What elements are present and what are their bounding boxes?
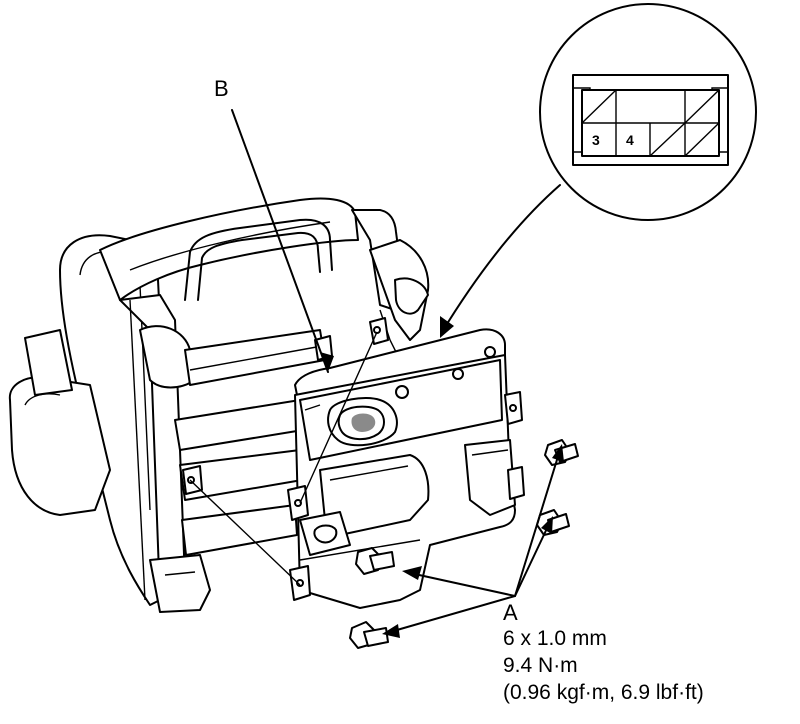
seat-back-frame bbox=[8, 197, 430, 613]
connector-pin-4: 4 bbox=[626, 132, 634, 148]
bolt-torque-alt-text: (0.96 kgf·m, 6.9 lbf·ft) bbox=[503, 681, 704, 704]
bolts bbox=[349, 439, 579, 649]
bolt-size-text: 6 x 1.0 mm bbox=[503, 627, 607, 650]
callout-label-b: B bbox=[214, 76, 229, 101]
callout-label-a: A bbox=[503, 600, 518, 625]
bolt-torque-text: 9.4 N·m bbox=[503, 654, 578, 677]
control-module bbox=[287, 328, 525, 609]
bolt-lower-left bbox=[355, 547, 395, 575]
connector-detail-view: 3 4 bbox=[539, 3, 757, 221]
bolt-middle-right bbox=[536, 509, 570, 536]
leader-lines bbox=[189, 109, 564, 638]
connector-pin-3: 3 bbox=[592, 132, 600, 148]
bolt-bottom bbox=[349, 621, 389, 649]
